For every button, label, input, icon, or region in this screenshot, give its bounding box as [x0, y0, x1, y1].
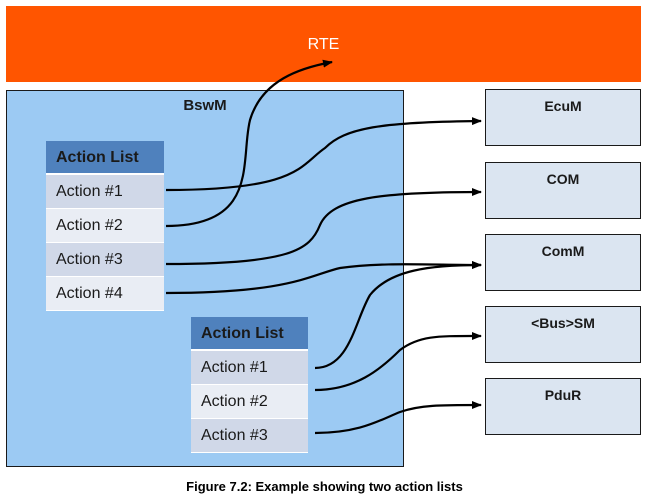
module-ecum-label: EcuM	[544, 98, 582, 114]
module-pdur-label: PduR	[544, 387, 582, 403]
rte-layer: RTE	[6, 6, 641, 82]
action-list-1-item-2: Action #2	[46, 209, 164, 243]
rte-label: RTE	[307, 36, 340, 53]
module-com-label: COM	[546, 171, 580, 187]
action-list-2-header: Action List	[191, 317, 308, 351]
figure-caption: Figure 7.2: Example showing two action l…	[186, 479, 463, 494]
module-bussm-label: <Bus>SM	[531, 315, 595, 331]
action-list-1: Action List Action #1 Action #2 Action #…	[46, 141, 164, 311]
bswm-label: BswM	[183, 97, 227, 114]
action-list-2-item-3: Action #3	[191, 419, 308, 453]
action-list-1-item-3: Action #3	[46, 243, 164, 277]
module-pdur: PduR	[485, 378, 641, 435]
module-comm: ComM	[485, 234, 641, 291]
action-list-2-item-1: Action #1	[191, 351, 308, 385]
module-com: COM	[485, 162, 641, 219]
action-list-1-header: Action List	[46, 141, 164, 175]
module-ecum: EcuM	[485, 89, 641, 146]
action-list-1-item-4: Action #4	[46, 277, 164, 311]
action-list-1-item-1: Action #1	[46, 175, 164, 209]
action-list-2-item-2: Action #2	[191, 385, 308, 419]
module-bussm: <Bus>SM	[485, 306, 641, 363]
module-comm-label: ComM	[541, 243, 585, 259]
action-list-2: Action List Action #1 Action #2 Action #…	[191, 317, 308, 453]
